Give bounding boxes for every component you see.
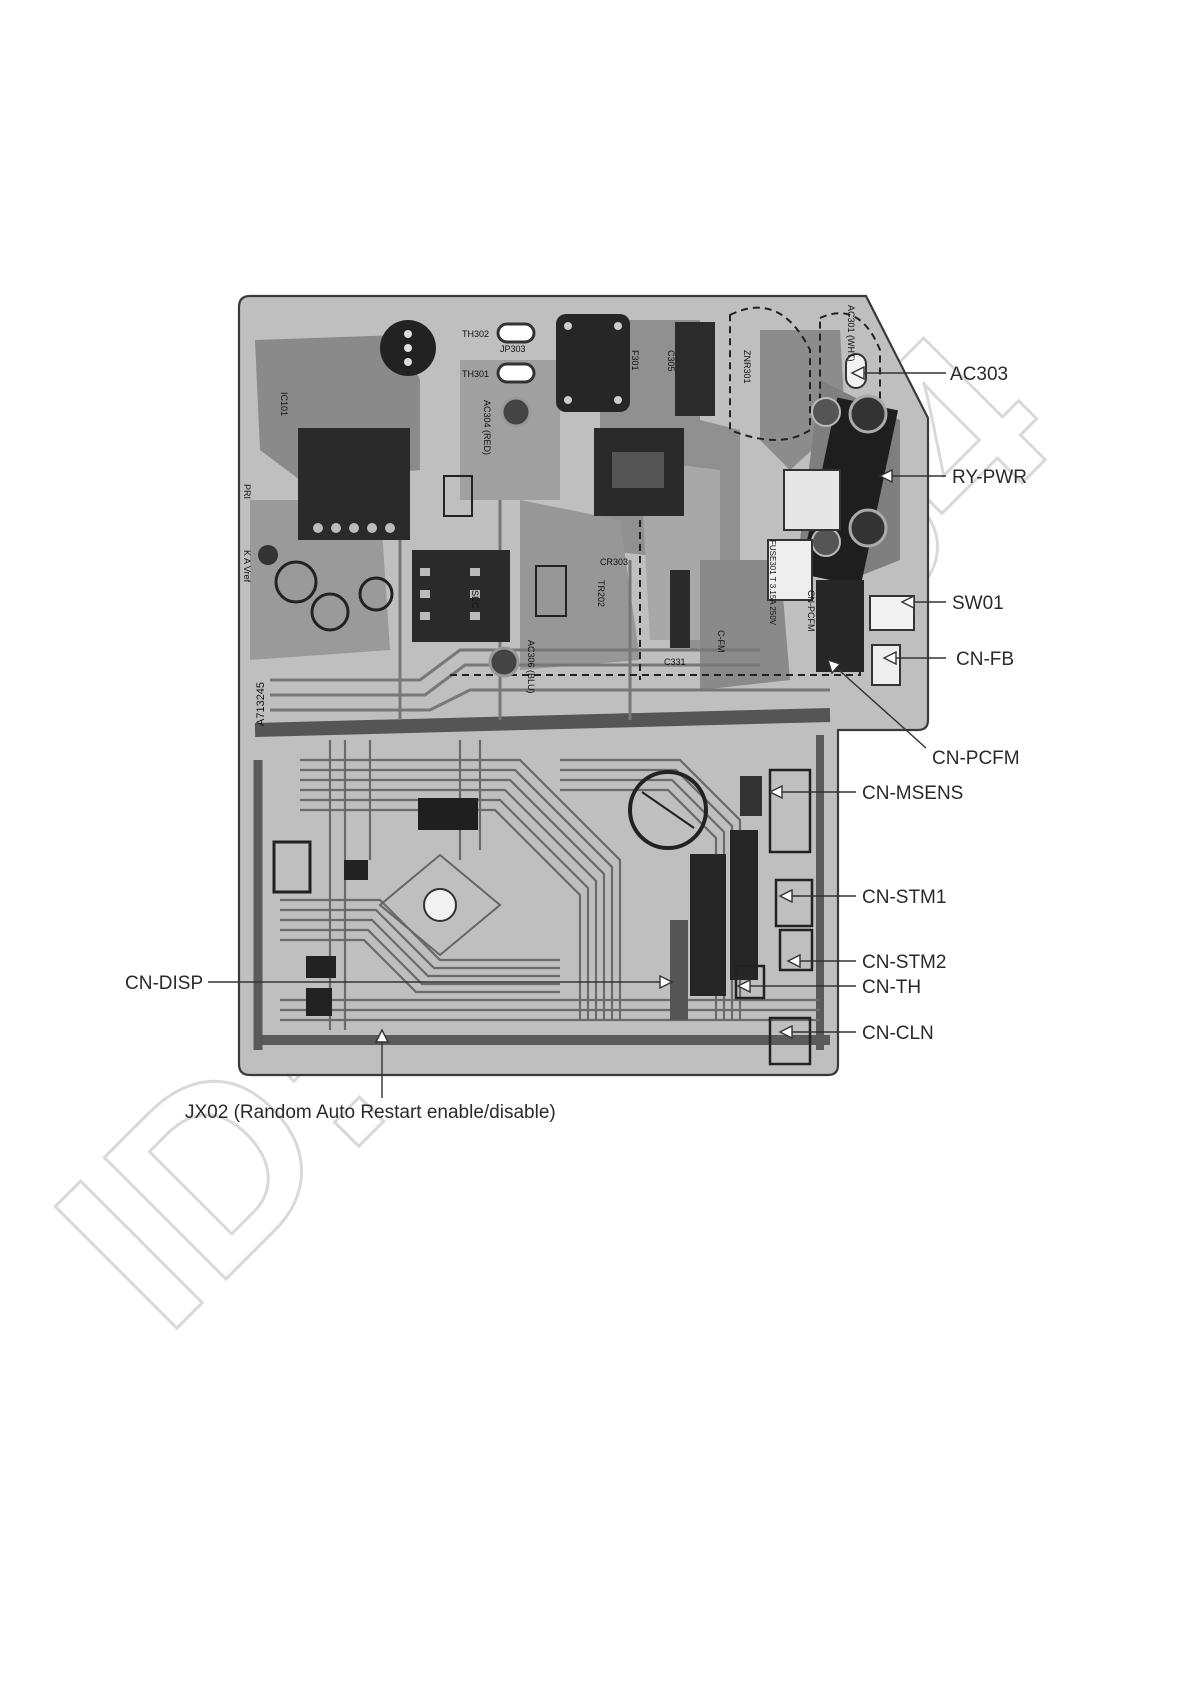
label-sw01: SW01 (952, 593, 1004, 614)
label-cn-th: CN-TH (862, 977, 921, 998)
silk-cfm: C-FM (716, 630, 726, 653)
silk-tr202: TR202 (596, 580, 606, 607)
silk-kav: K A Vref (242, 550, 252, 583)
silk-ic101: IC101 (279, 392, 289, 416)
silk-c305: C305 (666, 350, 676, 372)
label-cn-disp: CN-DISP (125, 973, 203, 994)
silk-cn-pcfm: CN-PCFM (806, 590, 816, 632)
silk-c331: C331 (664, 657, 686, 667)
silk-ac304: AC304 (RED) (482, 400, 492, 455)
label-jx02: JX02 (Random Auto Restart enable/disable… (185, 1102, 556, 1123)
label-cn-cln: CN-CLN (862, 1023, 934, 1044)
label-cn-stm1: CN-STM1 (862, 887, 946, 908)
silk-f301: F301 (630, 350, 640, 371)
silk-jp303: JP303 (500, 344, 526, 354)
label-cn-fb: CN-FB (956, 649, 1014, 670)
silk-th301: TH301 (462, 369, 489, 379)
silk-ac301: AC301 (WHT) (846, 305, 856, 362)
silk-znr301: ZNR301 (742, 350, 752, 384)
label-ry-pwr: RY-PWR (952, 467, 1027, 488)
silk-th302: TH302 (462, 329, 489, 339)
silk-fuse: FUSE301 T 3.15A 250V (768, 540, 777, 626)
board-id-label: A713245 (255, 682, 267, 726)
silk-sec: SEC (470, 590, 480, 609)
silk-ac306: AC306 (BLU) (526, 640, 536, 694)
label-cn-stm2: CN-STM2 (862, 952, 946, 973)
label-ac303: AC303 (950, 364, 1008, 385)
silk-pri: PRI (242, 484, 252, 499)
silk-cr303: CR303 (600, 557, 628, 567)
label-cn-pcfm: CN-PCFM (932, 748, 1020, 769)
label-cn-msens: CN-MSENS (862, 783, 963, 804)
